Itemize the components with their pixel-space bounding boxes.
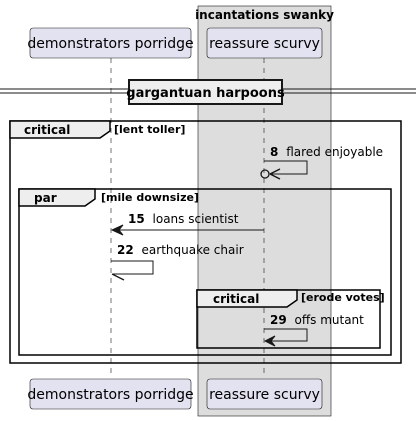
- message-22: 22 earthquake chair: [111, 243, 244, 281]
- message-text: flared enjoyable: [286, 145, 383, 159]
- fragment-guard: [lent toller]: [114, 123, 185, 136]
- lost-message-circle: [260, 169, 270, 179]
- participant-label: demonstrators porridge: [27, 36, 193, 52]
- fragment-tab: [9, 120, 111, 139]
- svg-text:29 offs mutant: 29 offs mutant: [270, 313, 364, 327]
- participant-demonstrators-porridge-top[interactable]: demonstrators porridge: [27, 27, 194, 59]
- message-text: offs mutant: [295, 313, 365, 327]
- message-number: 29: [270, 313, 287, 327]
- participant-label: reassure scurvy: [209, 387, 320, 403]
- fragment-tab: [196, 289, 298, 308]
- fragment-critical-outer: critical [lent toller]: [9, 120, 402, 364]
- message-text: loans scientist: [153, 212, 239, 226]
- svg-text:22 earthquake chair: 22 earthquake chair: [117, 243, 244, 257]
- participant-label: reassure scurvy: [209, 36, 320, 52]
- participant-label: demonstrators porridge: [27, 387, 193, 403]
- svg-text:8 flared enjoyable: 8 flared enjoyable: [270, 145, 383, 159]
- message-text: earthquake chair: [142, 243, 244, 257]
- fragment-tab: [18, 188, 96, 207]
- message-29: 29 offs mutant: [263, 313, 364, 347]
- participant-reassure-scurvy-top[interactable]: reassure scurvy: [206, 27, 323, 59]
- divider: gargantuan harpoons: [0, 79, 416, 105]
- fragment-par: par [mile downsize]: [18, 188, 392, 356]
- box-title: incantations swanky: [195, 8, 334, 22]
- participant-demonstrators-porridge-bottom[interactable]: demonstrators porridge: [27, 378, 194, 410]
- fragment-guard: [mile downsize]: [101, 191, 199, 204]
- message-number: 22: [117, 243, 134, 257]
- message-number: 8: [270, 145, 278, 159]
- message-8: 8 flared enjoyable: [260, 145, 383, 180]
- fragment-critical-inner: critical [erode votes]: [196, 289, 385, 349]
- fragment-keyword: critical: [24, 123, 70, 137]
- fragment-keyword: critical: [213, 292, 259, 306]
- divider-label: gargantuan harpoons: [126, 86, 285, 101]
- message-number: 15: [128, 212, 145, 226]
- participant-reassure-scurvy-bottom[interactable]: reassure scurvy: [206, 378, 323, 410]
- message-15: 15 loans scientist: [110, 212, 264, 236]
- svg-text:15 loans scientist: 15 loans scientist: [128, 212, 239, 226]
- fragment-guard: [erode votes]: [301, 291, 385, 304]
- fragment-keyword: par: [34, 191, 57, 205]
